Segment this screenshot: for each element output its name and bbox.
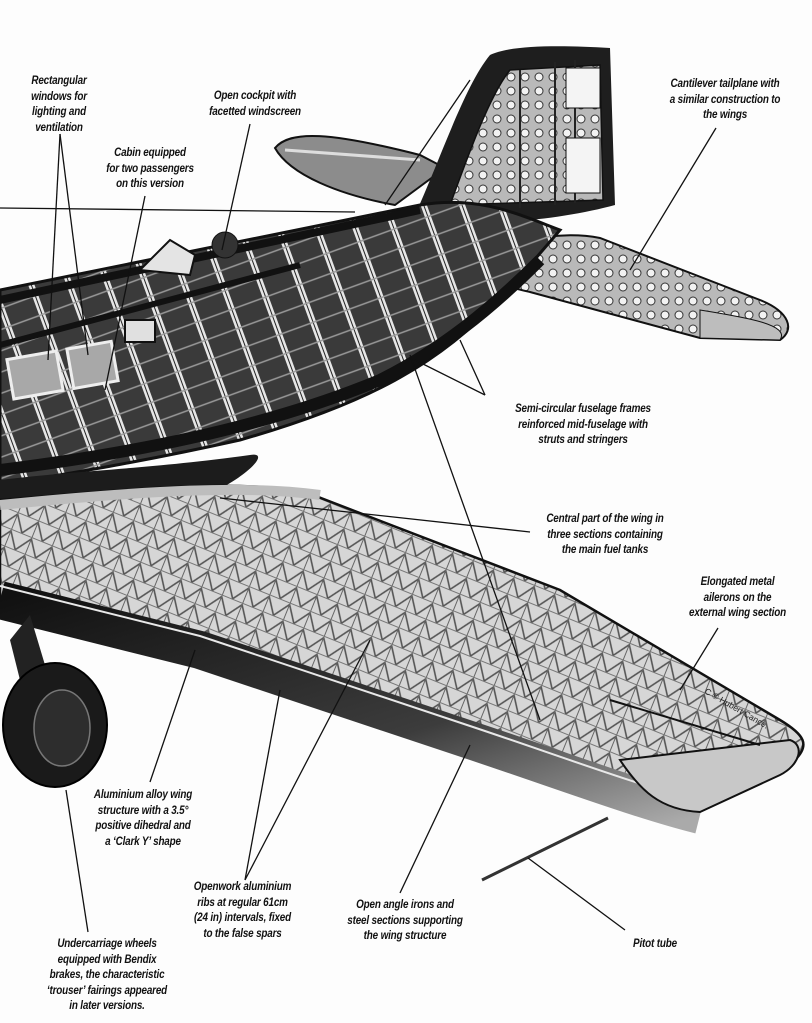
leader-windows-1 [47, 133, 61, 361]
annotation-undercarriage: Undercarriage wheels equipped with Bendi… [46, 938, 168, 1012]
annotation-frames: Semi-circular fuselage frames reinforced… [515, 403, 651, 446]
leader-frames-1 [414, 359, 486, 396]
leader-fuselage-line [0, 207, 356, 213]
annotation-pitot: Pitot tube [633, 938, 677, 950]
leader-pitot [527, 857, 626, 931]
vertical-fin [415, 46, 615, 223]
leader-cockpit [221, 123, 251, 251]
annotation-cockpit: Open cockpit with facetted windscreen [209, 90, 301, 118]
leader-undercarriage [65, 789, 89, 933]
leader-tailplane [629, 127, 717, 271]
left-tailplane [273, 134, 447, 207]
annotation-angle-irons: Open angle irons and steel sections supp… [347, 899, 463, 942]
leader-cabin [104, 195, 146, 391]
leader-tail [384, 79, 471, 206]
leader-angle-irons [399, 744, 471, 894]
annotation-windows: Rectangular windows for lighting and ven… [31, 75, 87, 134]
leader-frames-3 [409, 354, 541, 721]
annotation-tailplane: Cantilever tailplane with a similar cons… [669, 78, 781, 121]
annotation-ribs: Openwork aluminium ribs at regular 61cm … [193, 881, 292, 940]
leader-ribs-1 [244, 689, 281, 881]
leader-lines [0, 79, 719, 933]
leader-windows-2 [59, 133, 89, 356]
annotation-central-wing: Central part of the wing in three sectio… [546, 513, 664, 556]
fuselage [0, 200, 563, 487]
pitot-tube [481, 816, 609, 882]
annotation-wing-structure: Aluminium alloy wing structure with a 3.… [93, 789, 193, 848]
undercarriage [2, 615, 108, 788]
leader-ailerons [679, 627, 719, 691]
leader-central-wing [219, 497, 531, 533]
main-wing [0, 484, 805, 834]
annotation-cabin: Cabin equipped for two passengers on thi… [106, 147, 194, 190]
leader-frames-2 [459, 339, 486, 396]
leader-wing-structure [149, 649, 196, 783]
leader-ribs-2 [244, 639, 371, 881]
annotation-ailerons: Elongated metal ailerons on the external… [689, 576, 786, 619]
